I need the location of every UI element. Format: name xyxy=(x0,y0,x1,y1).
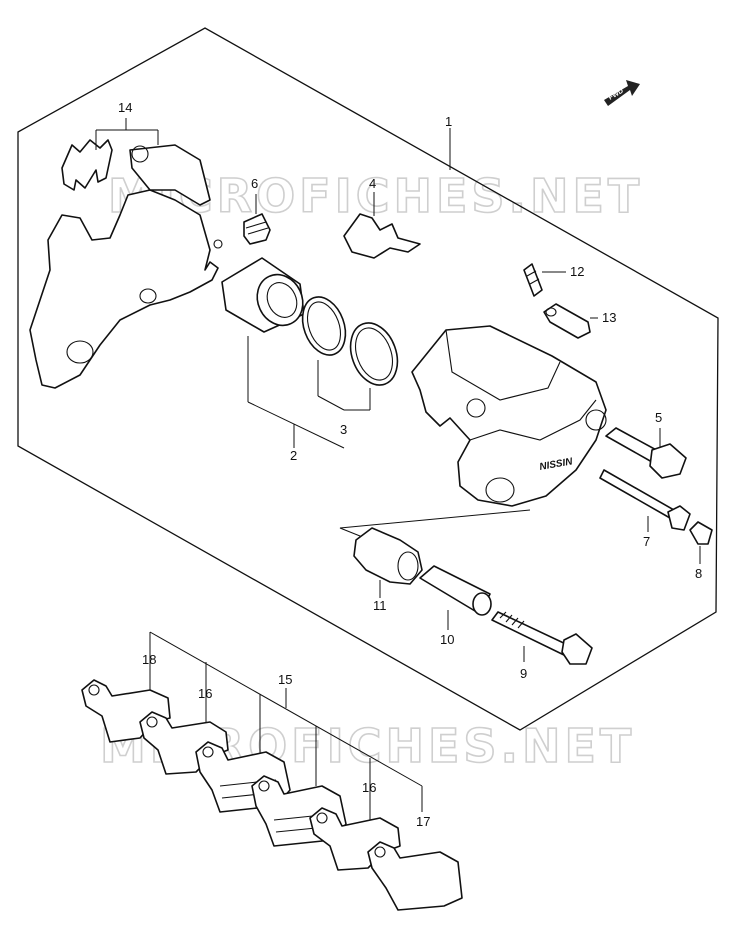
callout-6: 6 xyxy=(251,176,258,191)
callout-16b: 16 xyxy=(362,780,376,795)
callout-10: 10 xyxy=(440,632,454,647)
callout-15: 15 xyxy=(278,672,292,687)
assembly-boundary xyxy=(17,27,719,731)
callout-16a: 16 xyxy=(198,686,212,701)
part-14-spring-clip xyxy=(61,139,113,191)
callout-12: 12 xyxy=(570,264,584,279)
callout-2: 2 xyxy=(290,448,297,463)
part-6-boot xyxy=(243,213,271,245)
callout-14: 14 xyxy=(118,100,132,115)
part-3-seal-a xyxy=(301,296,347,356)
brake-pad-shim-4 xyxy=(367,841,463,911)
part-10-sleeve xyxy=(419,565,492,616)
callout-18: 18 xyxy=(142,652,156,667)
callout-5: 5 xyxy=(655,410,662,425)
callout-17: 17 xyxy=(416,814,430,829)
part-7-pad-pin xyxy=(599,469,691,531)
part-12-bleeder-screw xyxy=(523,263,543,297)
callout-9: 9 xyxy=(520,666,527,681)
fwd-arrow-icon: FWD xyxy=(604,80,640,106)
callout-1: 1 xyxy=(445,114,452,129)
part-3-seal-b xyxy=(349,322,399,386)
callout-13: 13 xyxy=(602,310,616,325)
callout-4: 4 xyxy=(369,176,376,191)
part-11-boot xyxy=(353,527,423,585)
part-9-mounting-bolt xyxy=(491,611,593,665)
part-8-pin-plug xyxy=(689,521,713,545)
part-14-bracket xyxy=(29,144,223,389)
part-2-piston xyxy=(221,257,305,333)
part-5-slide-pin xyxy=(605,427,687,479)
callout-7: 7 xyxy=(643,534,650,549)
part-13-bleeder-cap xyxy=(543,303,591,339)
part-4-pad-spring xyxy=(343,213,421,259)
callout-8: 8 xyxy=(695,566,702,581)
callout-11: 11 xyxy=(373,598,387,613)
callout-3: 3 xyxy=(340,422,347,437)
caliper-body: NISSIN xyxy=(411,325,607,507)
